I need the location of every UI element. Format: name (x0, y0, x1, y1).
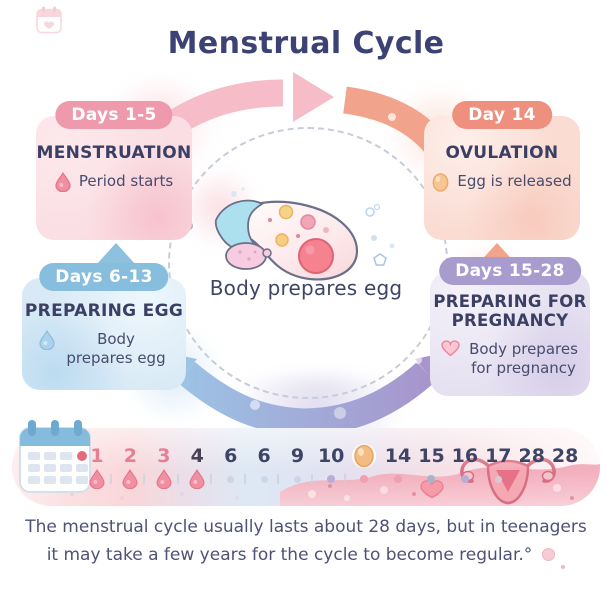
day-marker-droplet (84, 467, 110, 491)
day-marker-droplet (117, 467, 143, 491)
day-marker-droplet (184, 467, 210, 491)
day-marker-tickdot (251, 467, 277, 491)
card-preparing-egg: Days 6-13 PREPARING EGG Body prepares eg… (22, 263, 186, 390)
egg-icon (432, 172, 449, 197)
mini-calendar-icon (36, 6, 62, 38)
badge-days-1-5: Days 1-5 (55, 101, 173, 129)
day-marker-none (552, 467, 578, 491)
badge-days-6-13: Days 6-13 (39, 263, 169, 291)
ovary-illustration (214, 187, 395, 281)
day-marker-none (518, 467, 544, 491)
decor-circle-icon (542, 548, 556, 562)
heart-icon (440, 340, 460, 362)
day-number: 6 (224, 445, 238, 467)
follicle-large (298, 238, 334, 274)
card-ovulation: Day 14 OVULATION Egg is released (424, 101, 580, 240)
day-number: 10 (317, 445, 345, 467)
day-number: 3 (157, 445, 171, 467)
day-number: 2 (123, 445, 138, 467)
day-marker-tickdot (285, 467, 311, 491)
stage-title-ovulation: OVULATION (445, 143, 559, 163)
card-preparing-pregnancy: Days 15-28 PREPARING FOR PREGNANCY Body … (430, 257, 590, 396)
day-marker-droplet (151, 467, 177, 491)
stage-title-menstruation: MENSTRUATION (36, 143, 192, 163)
calendar-icon (16, 418, 94, 498)
footnote-line1: The menstrual cycle usually lasts about … (25, 517, 587, 537)
stage-detail-menstruation: Period starts (78, 172, 174, 191)
day-marker-dot-faint (485, 467, 511, 491)
day-number: 1 (90, 445, 104, 467)
footnote: The menstrual cycle usually lasts about … (0, 514, 612, 570)
stage-title-preparing-egg: PREPARING EGG (24, 301, 184, 321)
decor-dot (561, 565, 566, 570)
day-marker-dot-pink (385, 467, 411, 491)
day-number: 17 (485, 445, 512, 467)
day-marker-tickdot (218, 467, 244, 491)
day-number: 15 (418, 445, 445, 467)
footnote-line2: it may take a few years for the cycle to… (46, 544, 533, 565)
stage-title-preparing-pregnancy: PREPARING FOR PREGNANCY (433, 292, 587, 331)
day-number: 28 (518, 445, 545, 467)
page-title: Menstrual Cycle (167, 26, 445, 61)
badge-days-15-28: Days 15-28 (439, 257, 581, 285)
center-caption: Body prepares egg (209, 276, 403, 300)
day-number: 6 (257, 445, 271, 467)
badge-day-14: Day 14 (452, 101, 552, 129)
day-number: 4 (190, 445, 204, 467)
stage-detail-preparing-pregnancy: Body prepares for pregnancy (469, 339, 578, 377)
egg-cell-icon (225, 242, 267, 270)
day-marker-dot-grey (418, 467, 444, 491)
droplet-pink-icon (55, 171, 71, 197)
timeline-markers-row (84, 467, 578, 491)
droplet-blue-icon (39, 329, 55, 355)
day-number: 16 (451, 445, 479, 467)
card-menstruation: Days 1-5 MENSTRUATION Period starts (36, 101, 192, 240)
arrow-blue-purple-arc (177, 361, 435, 436)
day-marker-dot-lav (452, 467, 478, 491)
day-marker-dot-lav (318, 467, 344, 491)
day-number: 9 (290, 445, 305, 467)
stage-detail-preparing-egg: Body prepares egg (66, 330, 166, 367)
day-number: 14 (384, 445, 412, 467)
stage-detail-ovulation: Egg is released (457, 172, 572, 191)
egg-released-icon (351, 442, 377, 470)
arrow-pink-head-icon (293, 72, 334, 122)
day-number: 28 (551, 445, 579, 467)
day-marker-dot-pink (351, 467, 377, 491)
